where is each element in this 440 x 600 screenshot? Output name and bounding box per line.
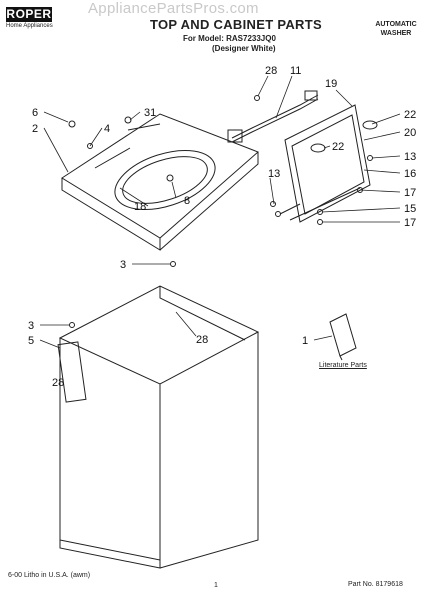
callout-15: 15 bbox=[404, 203, 416, 215]
callout-11-lid-switch: 11 bbox=[290, 65, 301, 77]
callout-4: 4 bbox=[104, 123, 110, 135]
callout-13-left: 13 bbox=[268, 168, 280, 180]
callout-18: 18 bbox=[134, 201, 146, 213]
brand-tagline: Home Appliances bbox=[6, 23, 53, 29]
callout-1-literature: 1 bbox=[302, 335, 308, 347]
footer-litho: 6-00 Litho in U.S.A. (awm) bbox=[8, 572, 91, 579]
callout-2-top-panel: 2 bbox=[32, 123, 38, 135]
washer-cabinet bbox=[57, 285, 260, 569]
model-line: For Model: RAS7233JQ0 bbox=[183, 34, 276, 43]
callout-17-lower: 17 bbox=[404, 217, 416, 229]
brand-logo: ROPER bbox=[6, 7, 52, 22]
callout-16: 16 bbox=[404, 168, 416, 180]
callout-22-top: 22 bbox=[404, 109, 416, 121]
callout-13-right: 13 bbox=[404, 151, 416, 163]
callout-6: 6 bbox=[32, 107, 38, 119]
page-title: TOP AND CABINET PARTS bbox=[150, 17, 322, 32]
callout-19-lid: 19 bbox=[325, 78, 337, 90]
literature-parts-label: Literature Parts bbox=[319, 362, 367, 369]
callout-28-fastener: 28 bbox=[265, 65, 277, 77]
callout-8: 8 bbox=[184, 195, 190, 207]
color-line: (Designer White) bbox=[212, 44, 276, 53]
callout-20: 20 bbox=[404, 127, 416, 139]
callout-3-lower: 3 bbox=[28, 320, 34, 332]
callout-3-upper: 3 bbox=[120, 259, 126, 271]
page-number: 1 bbox=[214, 582, 218, 589]
footer-part-number: Part No. 8179618 bbox=[348, 581, 403, 588]
callout-leader-lines bbox=[39, 75, 401, 349]
callout-5-cabinet: 5 bbox=[28, 335, 34, 347]
watermark: AppliancePartsPros.com bbox=[88, 0, 259, 17]
callout-22-lid: 22 bbox=[332, 141, 344, 153]
callout-17-upper: 17 bbox=[404, 187, 416, 199]
callout-28-bracket: 28 bbox=[52, 377, 64, 389]
lid-switch-assembly bbox=[227, 90, 319, 143]
callout-28-cabinet: 28 bbox=[196, 334, 208, 346]
product-type-label: AUTOMATIC WASHER bbox=[375, 21, 417, 37]
callout-31: 31 bbox=[144, 107, 156, 119]
washer-top-panel bbox=[61, 113, 259, 251]
literature-booklet bbox=[329, 313, 357, 361]
washer-lid bbox=[279, 104, 378, 223]
